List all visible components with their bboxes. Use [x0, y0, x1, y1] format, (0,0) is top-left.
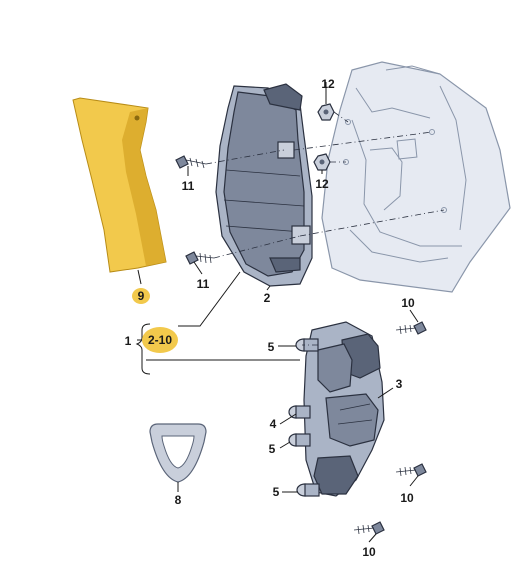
part-5-label-top: 5	[268, 340, 275, 354]
part-11-label-upper: 11	[182, 179, 195, 193]
part-10-label-top: 10	[401, 296, 415, 310]
cover-strip-part-9	[72, 97, 167, 273]
range-badge: 2-10	[142, 327, 178, 353]
bulb-part-5-bottom	[296, 483, 320, 497]
nut-part-12-upper	[317, 103, 335, 121]
seal-part-8	[149, 423, 207, 483]
screw-part-11-upper	[175, 155, 207, 169]
bulb-carrier-part-3	[303, 321, 385, 497]
part-1-label: 1	[125, 334, 132, 348]
range-label: 2-10	[148, 333, 172, 347]
nut-part-12-lower	[313, 153, 331, 171]
alignment-lines	[205, 111, 445, 346]
part-10-label-bottom: 10	[362, 545, 376, 559]
part-5-label-middle: 5	[269, 442, 276, 456]
bulb-part-4-holder	[288, 405, 311, 419]
part-9-badge: 9	[132, 288, 150, 304]
part-5-label-bottom: 5	[273, 485, 280, 499]
part-11-label-lower: 11	[197, 277, 210, 291]
screw-part-10-top	[395, 321, 427, 335]
part-12-label-upper: 12	[321, 77, 335, 91]
part-10-label-middle: 10	[400, 491, 414, 505]
part-2-label: 2	[264, 291, 271, 305]
part-9-label: 9	[138, 289, 145, 303]
screw-part-10-bottom	[353, 521, 385, 535]
part-4-label: 4	[270, 417, 277, 431]
part-3-label: 3	[396, 377, 403, 391]
screw-part-11-lower	[185, 251, 215, 265]
part-12-label-lower: 12	[315, 177, 329, 191]
leader-lines	[135, 82, 419, 543]
tail-light-housing-part-2	[215, 83, 313, 287]
vehicle-body-panel	[321, 61, 511, 293]
part-8-label: 8	[175, 493, 182, 507]
screw-part-10-middle	[395, 463, 427, 477]
bulb-part-5-top	[295, 338, 319, 352]
bulb-part-5-middle	[288, 433, 311, 447]
